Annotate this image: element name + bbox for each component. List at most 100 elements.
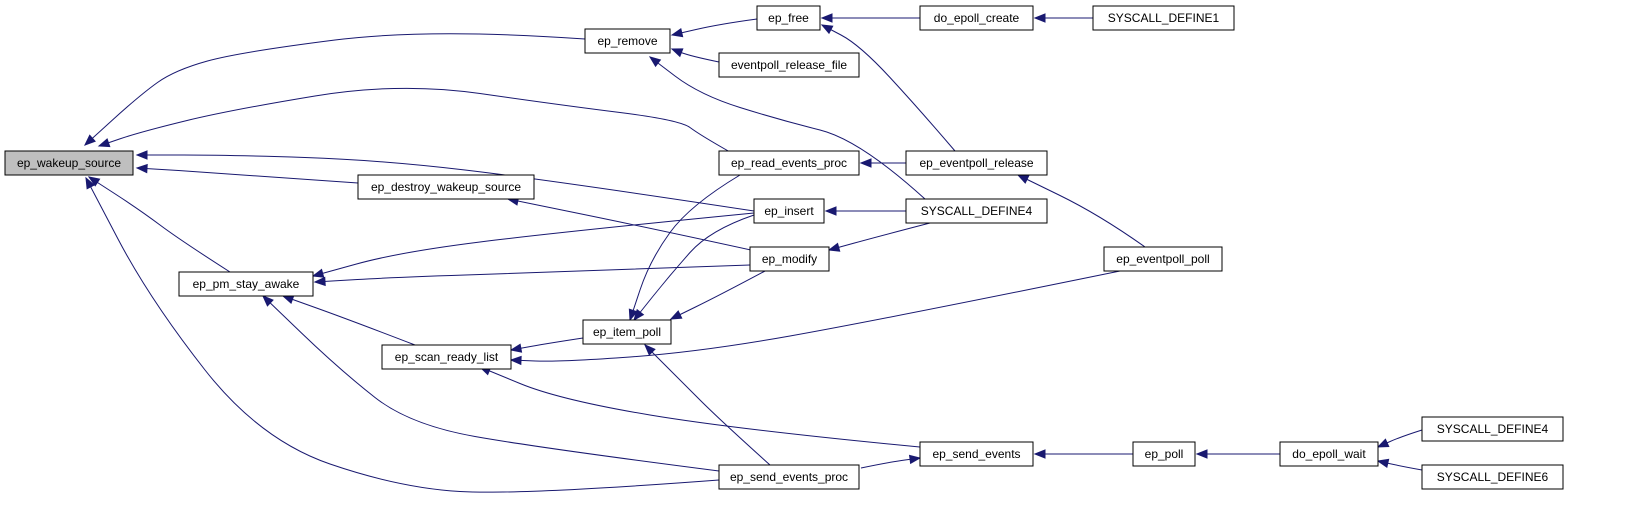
edge-arrowhead [1376, 458, 1390, 468]
node-label: do_epoll_wait [1292, 447, 1366, 461]
edge-line [644, 344, 771, 466]
node-box[interactable] [1421, 416, 1564, 442]
edge-ep_destroy_wakeup_source-to-ep_wakeup_source [135, 163, 359, 184]
edge-ep_read_events_proc-to-ep_wakeup_source [97, 87, 731, 153]
node-syscall-define4-a[interactable]: SYSCALL_DEFINE4 [905, 198, 1048, 224]
edge-syscall_define1-to-do_epoll_create [1033, 13, 1093, 23]
node-box[interactable] [178, 271, 314, 297]
node-label: ep_eventpoll_poll [1116, 252, 1209, 266]
edge-ep_free-to-ep_remove [670, 18, 758, 38]
node-box[interactable] [919, 5, 1034, 31]
node-box[interactable] [718, 52, 860, 78]
edge-arrowhead [84, 134, 96, 146]
node-box[interactable] [1279, 441, 1379, 467]
edge-line [670, 270, 766, 320]
node-syscall-define4-b[interactable]: SYSCALL_DEFINE4 [1421, 416, 1564, 442]
edge-ep_insert-to-ep_pm_stay_awake [311, 212, 755, 278]
node-box[interactable] [1132, 441, 1196, 467]
node-do-epoll-wait[interactable]: do_epoll_wait [1279, 441, 1379, 467]
edge-line [510, 270, 1121, 362]
node-label: SYSCALL_DEFINE6 [1437, 470, 1549, 484]
edge-line [828, 222, 931, 251]
node-box[interactable] [753, 198, 825, 224]
node-label: eventpoll_release_file [731, 58, 847, 72]
node-box[interactable] [718, 464, 860, 490]
node-eventpoll-release-file[interactable]: eventpoll_release_file [718, 52, 860, 78]
node-label: SYSCALL_DEFINE1 [1108, 11, 1220, 25]
node-box[interactable] [584, 28, 671, 54]
edge-ep_insert-to-ep_item_poll [633, 214, 755, 322]
node-ep-read-events-proc[interactable]: ep_read_events_proc [718, 150, 860, 176]
node-ep-modify[interactable]: ep_modify [749, 246, 830, 272]
node-box[interactable] [905, 198, 1048, 224]
node-syscall-define6[interactable]: SYSCALL_DEFINE6 [1421, 464, 1564, 490]
edge-ep_poll-to-ep_send_events [1033, 449, 1134, 459]
node-box[interactable] [718, 150, 860, 176]
edge-syscall_define6-to-do_epoll_wait [1376, 458, 1423, 471]
edge-ep_modify-to-ep_pm_stay_awake [313, 264, 751, 287]
node-box[interactable] [582, 319, 672, 345]
node-ep-eventpoll-release[interactable]: ep_eventpoll_release [905, 150, 1048, 176]
node-ep-free[interactable]: ep_free [756, 5, 821, 31]
edge-arrowhead [135, 150, 148, 160]
edge-ep_scan_ready_list-to-ep_pm_stay_awake [281, 295, 416, 346]
node-box[interactable] [4, 150, 134, 176]
edge-line [510, 337, 584, 351]
node-ep-send-events[interactable]: ep_send_events [919, 441, 1034, 467]
edge-do_epoll_wait-to-ep_poll [1195, 449, 1281, 459]
edge-line [649, 56, 926, 200]
edge-ep_item_poll-to-ep_scan_ready_list [509, 337, 584, 353]
edge-line [633, 214, 755, 321]
edge-syscall_define4_a-to-ep_modify [827, 222, 931, 252]
node-ep-item-poll[interactable]: ep_item_poll [582, 319, 672, 345]
node-ep-destroy-wakeup-source[interactable]: ep_destroy_wakeup_source [357, 174, 535, 200]
graph-edges [84, 13, 1423, 493]
node-ep-scan-ready-list[interactable]: ep_scan_ready_list [381, 344, 512, 370]
edge-line [136, 167, 359, 184]
edge-arrowhead [1376, 438, 1390, 448]
node-ep-poll[interactable]: ep_poll [1132, 441, 1196, 467]
node-syscall-define1[interactable]: SYSCALL_DEFINE1 [1092, 5, 1235, 31]
node-do-epoll-create[interactable]: do_epoll_create [919, 5, 1034, 31]
node-ep-remove[interactable]: ep_remove [584, 28, 671, 54]
edge-line [629, 174, 741, 321]
edge-arrowhead [908, 454, 922, 465]
edge-arrowhead [85, 176, 96, 190]
node-box[interactable] [1103, 246, 1223, 272]
edge-ep_send_events_proc-to-ep_item_poll [644, 344, 771, 466]
node-box[interactable] [1092, 5, 1235, 31]
node-label: ep_send_events [932, 447, 1020, 461]
node-box[interactable] [919, 441, 1034, 467]
edge-arrowhead [1195, 449, 1208, 459]
edge-line [88, 176, 231, 273]
node-label: ep_read_events_proc [731, 156, 847, 170]
node-box[interactable] [905, 150, 1048, 176]
edge-arrowhead [820, 13, 833, 23]
edge-ep_eventpoll_poll-to-ep_scan_ready_list [509, 270, 1121, 366]
node-ep-insert[interactable]: ep_insert [753, 198, 825, 224]
edge-arrowhead [311, 268, 325, 278]
edge-ep_eventpoll_release-to-ep_free [820, 24, 956, 152]
node-box[interactable] [381, 344, 512, 370]
node-box[interactable] [749, 246, 830, 272]
node-box[interactable] [357, 174, 535, 200]
edge-syscall_define4_a-to-ep_remove [648, 56, 926, 200]
node-box[interactable] [756, 5, 821, 31]
node-ep-eventpoll-poll[interactable]: ep_eventpoll_poll [1103, 246, 1223, 272]
node-ep-send-events-proc[interactable]: ep_send_events_proc [718, 464, 860, 490]
node-label: ep_send_events_proc [730, 470, 848, 484]
edge-arrowhead [97, 138, 111, 148]
graph-nodes: ep_wakeup_source ep_remove ep_free do_epoll… [4, 5, 1564, 490]
edge-line [1377, 429, 1423, 448]
node-ep-pm-stay-awake[interactable]: ep_pm_stay_awake [178, 271, 314, 297]
edge-arrowhead [820, 24, 834, 35]
node-label: ep_free [768, 11, 809, 25]
node-label: ep_item_poll [593, 325, 661, 339]
edge-line [1377, 460, 1423, 471]
node-box[interactable] [1421, 464, 1564, 490]
edge-ep_remove-to-ep_wakeup_source [84, 33, 586, 146]
node-ep-wakeup-source[interactable]: ep_wakeup_source [4, 150, 134, 176]
edge-arrowhead [1033, 449, 1046, 459]
edge-line [84, 33, 586, 146]
edge-eventpoll_release_file-to-ep_remove [670, 48, 720, 63]
